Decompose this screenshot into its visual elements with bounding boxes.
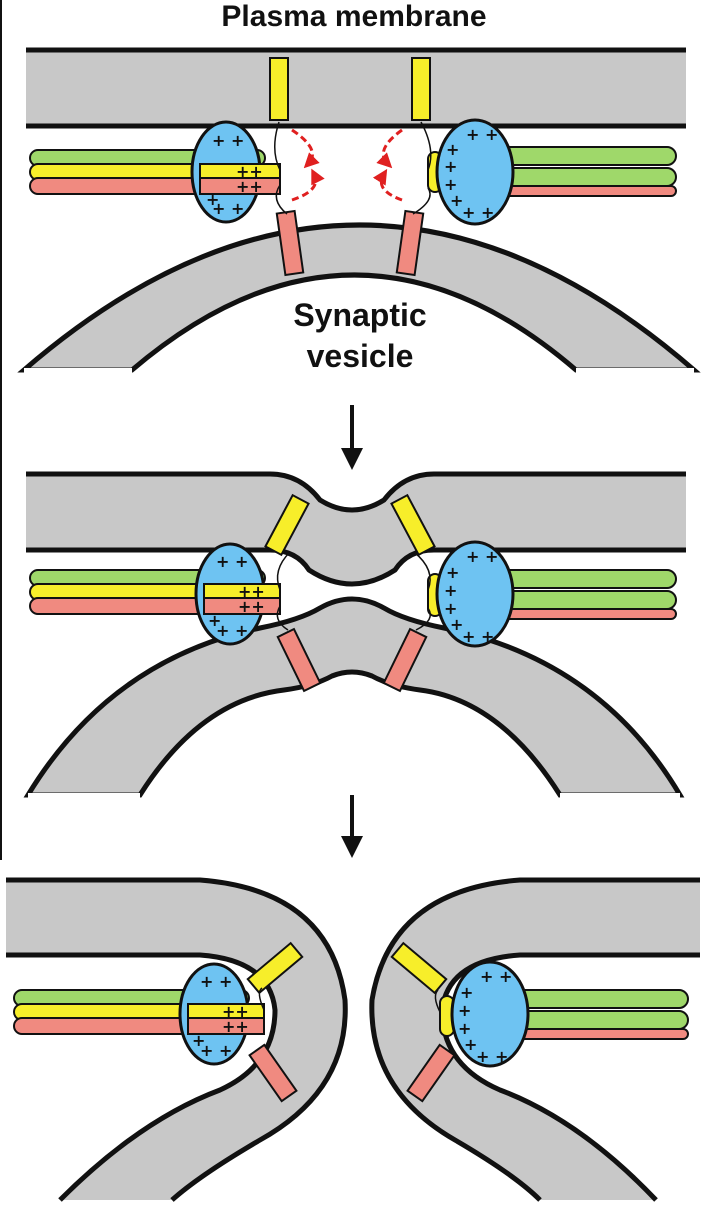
red-tm-helix (382, 627, 428, 693)
svg-text:+: + (446, 140, 459, 159)
svg-text:+: + (444, 599, 457, 618)
svg-text:+ +: + + (466, 125, 498, 144)
complexin-right (450, 960, 530, 1068)
svg-text:+ +: + + (212, 131, 244, 150)
svg-text:+: + (464, 1035, 477, 1054)
svg-text:+ +: + + (216, 621, 248, 640)
svg-text:+: + (192, 1031, 205, 1050)
plasma-membrane-label: Plasma membrane (221, 0, 486, 33)
svg-text:+ +: + + (462, 627, 494, 646)
snare-complex-left: + + ++ ++ + + + (29, 542, 291, 646)
svg-text:++: ++ (236, 162, 263, 181)
svg-text:++: ++ (238, 597, 265, 616)
plasma-membrane (26, 474, 686, 584)
svg-text:+: + (458, 1001, 471, 1020)
synaptic-vesicle (23, 596, 685, 798)
snare-complex-right: + + + + + + + + (413, 540, 677, 648)
synaptic-vesicle (17, 222, 701, 373)
svg-text:++: ++ (236, 177, 263, 196)
svg-text:+: + (446, 563, 459, 582)
svg-text:+: + (460, 983, 473, 1002)
yellow-tm-helix (264, 493, 310, 557)
snare-complex-left: + + ++ ++ + + + (13, 962, 265, 1066)
svg-text:+ +: + + (200, 1041, 232, 1060)
snare-complex-right: + + + + + + + + (434, 960, 689, 1068)
fused-membrane-left (6, 880, 346, 1200)
svg-text:+ +: + + (216, 552, 248, 571)
curved-arrow-icon (372, 168, 403, 202)
complexin-right (435, 118, 515, 226)
svg-text:+ +: + + (476, 1047, 508, 1066)
svg-text:++: ++ (222, 1002, 249, 1021)
down-arrow-icon (341, 405, 363, 470)
svg-text:+ +: + + (466, 547, 498, 566)
svg-text:++: ++ (222, 1017, 249, 1036)
complexin-right (435, 540, 515, 648)
fused-membrane-right (371, 880, 700, 1200)
svg-text:+: + (444, 581, 457, 600)
svg-text:+ +: + + (200, 972, 232, 991)
svg-text:+: + (450, 191, 463, 210)
red-tm-helix (406, 1043, 456, 1103)
down-arrow-icon (341, 795, 363, 858)
yellow-tm-helix (269, 57, 289, 121)
svg-text:+: + (206, 190, 219, 209)
red-tm-helix (248, 1043, 298, 1103)
plasma-membrane (26, 50, 686, 126)
panel-docked: Plasma membrane + + ++ ++ + + + (17, 0, 701, 374)
snare-complex-left: + + ++ ++ + + + (29, 120, 288, 224)
snare-complex-right: + + + + + + + + (412, 118, 677, 226)
svg-text:++: ++ (238, 582, 265, 601)
yellow-tm-helix (246, 941, 304, 995)
svg-text:+ +: + + (212, 199, 244, 218)
curved-arrow-icon (376, 128, 403, 169)
panel-fusion-pore: + + ++ ++ + + + + + + + + + + + (6, 877, 700, 1202)
svg-text:+: + (444, 157, 457, 176)
curved-arrow-icon (291, 128, 320, 169)
synaptic-vesicle-label-line1: Synaptic (293, 297, 426, 333)
svg-text:+: + (458, 1019, 471, 1038)
panel-hemifusion: + + ++ ++ + + + + + + + + + + + (23, 471, 686, 799)
svg-text:+: + (444, 175, 457, 194)
curved-arrow-icon (291, 168, 325, 202)
yellow-tm-helix (411, 57, 431, 121)
synaptic-vesicle-label-line2: vesicle (307, 338, 414, 374)
svg-text:+: + (450, 615, 463, 634)
svg-text:+ +: + + (462, 203, 494, 222)
red-tm-helix (276, 627, 322, 693)
yellow-tm-helix (390, 941, 448, 995)
svg-text:+ +: + + (480, 967, 512, 986)
yellow-tm-helix (390, 493, 436, 557)
svg-text:+: + (208, 611, 221, 630)
